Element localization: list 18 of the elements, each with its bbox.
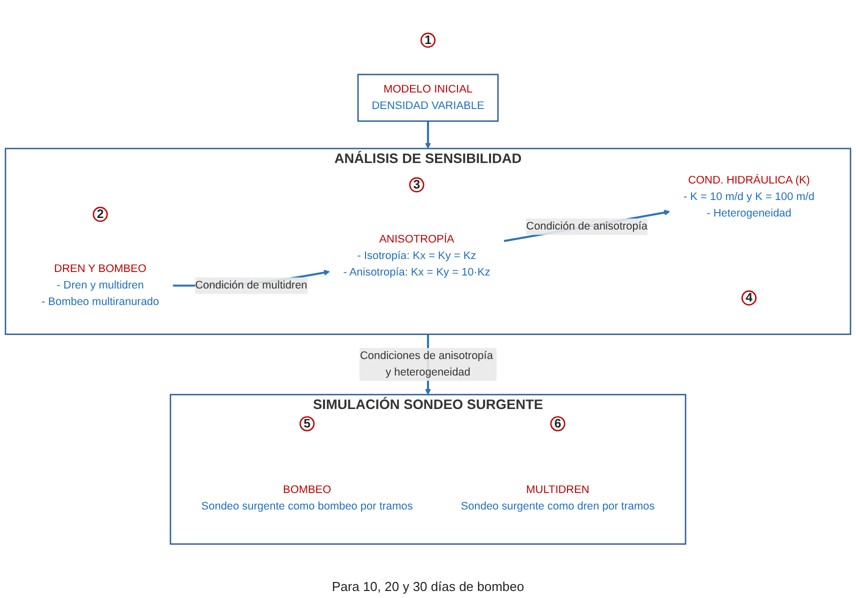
node-text: DREN Y BOMBEO - Dren y multidren - Bombeo multiranurado: [41, 262, 160, 308]
node-text: BOMBEO Sondeo surgente como bombeo por tramos: [201, 484, 413, 512]
node-circle: 2: [92, 206, 108, 222]
edge-label: Condición de multidren: [195, 279, 308, 292]
node-text: ANISOTROPÍA - Isotropía: Kx = Ky = Kz - Anisotropía: Kx = Ky = 10·Kz: [343, 234, 490, 278]
node-circle: 4: [741, 290, 757, 306]
node-circle: 3: [409, 177, 424, 192]
node-circle: 6: [550, 416, 566, 432]
node-circle: 1: [420, 32, 436, 48]
node-text: COND. HIDRÁULICA (K) - K = 10 m/d y K = 100 m/d - Heterogeneidad: [683, 174, 815, 220]
arrow: [504, 210, 670, 242]
node-circle: 5: [300, 416, 315, 432]
edge-label: Condición de anisotropía: [526, 220, 648, 232]
arrow: [424, 121, 432, 149]
node-text: MULTIDREN Sondeo surgente como dren por tramos: [460, 484, 655, 512]
note: Para 10, 20 y 30 días de bombeo: [332, 579, 524, 594]
edge-label: Condiciones de anisotropía y heterogeneidad: [360, 350, 493, 378]
node-box: MODELO INICIAL DENSIDAD VARIABLE: [357, 74, 499, 122]
